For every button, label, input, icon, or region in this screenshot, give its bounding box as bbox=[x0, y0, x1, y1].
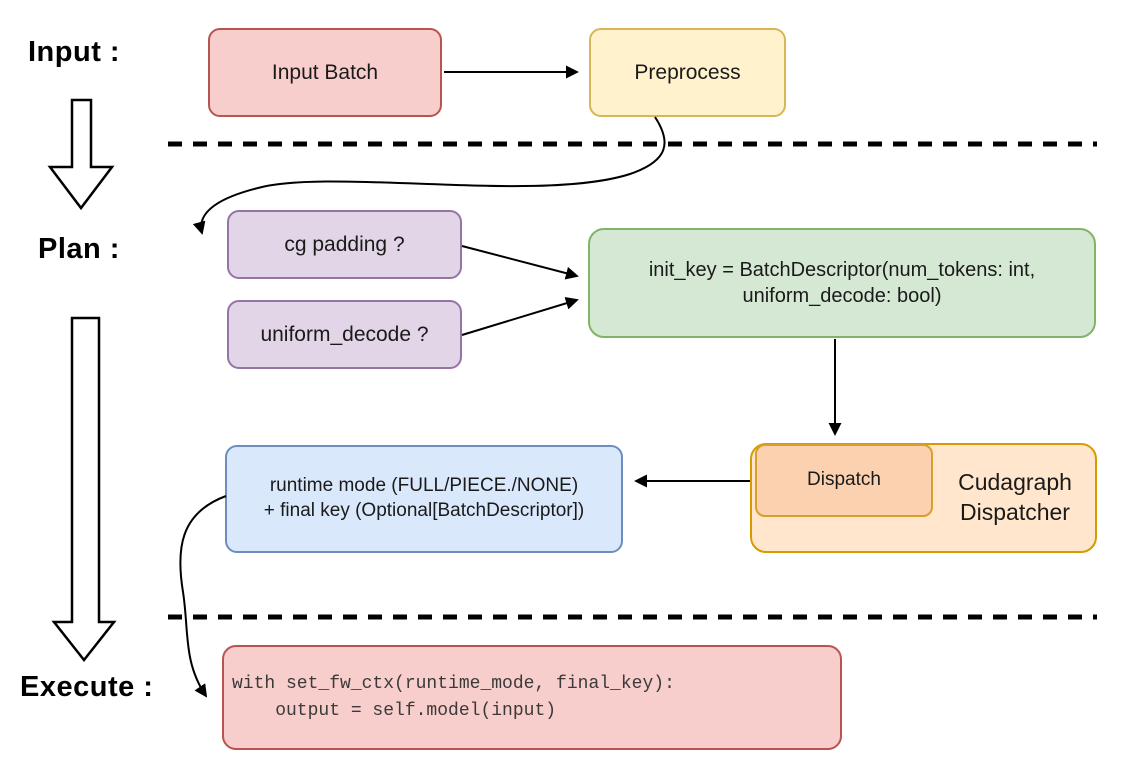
node-cg-padding: cg padding ? bbox=[227, 210, 462, 279]
node-cudagraph-dispatcher-label: Cudagraph Dispatcher bbox=[933, 443, 1097, 553]
node-init-key: init_key = BatchDescriptor(num_tokens: i… bbox=[588, 228, 1096, 338]
edge-uniform-decode-to-init-key bbox=[461, 296, 579, 336]
stage-label-plan: Plan : bbox=[38, 233, 120, 265]
cudagraph-label-line1: Cudagraph bbox=[958, 469, 1072, 496]
execute-code-line1: with set_fw_ctx(runtime_mode, final_key)… bbox=[232, 674, 675, 695]
stage-arrow-plan-to-execute-icon bbox=[51, 316, 117, 663]
node-dispatch-label: Dispatch bbox=[807, 469, 881, 491]
node-input-batch: Input Batch bbox=[208, 28, 442, 117]
node-runtime-line1: runtime mode (FULL/PIECE./NONE) bbox=[269, 475, 579, 497]
edge-cg-padding-to-init-key bbox=[461, 245, 579, 280]
node-preprocess: Preprocess bbox=[589, 28, 786, 117]
node-runtime-mode: runtime mode (FULL/PIECE./NONE) + final … bbox=[225, 445, 623, 553]
node-uniform-decode: uniform_decode ? bbox=[227, 300, 462, 369]
node-dispatch: Dispatch bbox=[755, 444, 933, 517]
execute-code-line2: output = self.model(input) bbox=[232, 700, 557, 721]
node-init-key-line1: init_key = BatchDescriptor(num_tokens: i… bbox=[648, 259, 1036, 281]
stage-arrow-input-to-plan-icon bbox=[47, 98, 115, 211]
node-uniform-decode-label: uniform_decode ? bbox=[260, 322, 429, 346]
node-cg-padding-label: cg padding ? bbox=[284, 232, 405, 256]
node-input-batch-label: Input Batch bbox=[271, 60, 379, 84]
node-preprocess-label: Preprocess bbox=[634, 60, 741, 84]
stage-label-input: Input : bbox=[28, 36, 121, 68]
node-execute-code: with set_fw_ctx(runtime_mode, final_key)… bbox=[222, 645, 842, 750]
node-runtime-line2: + final key (Optional[BatchDescriptor]) bbox=[263, 500, 585, 521]
stage-label-execute: Execute : bbox=[20, 671, 154, 703]
edge-runtime-mode-to-execute-code bbox=[179, 495, 227, 698]
node-init-key-line2: uniform_decode: bool) bbox=[742, 285, 942, 307]
cudagraph-label-line2: Dispatcher bbox=[960, 499, 1070, 525]
